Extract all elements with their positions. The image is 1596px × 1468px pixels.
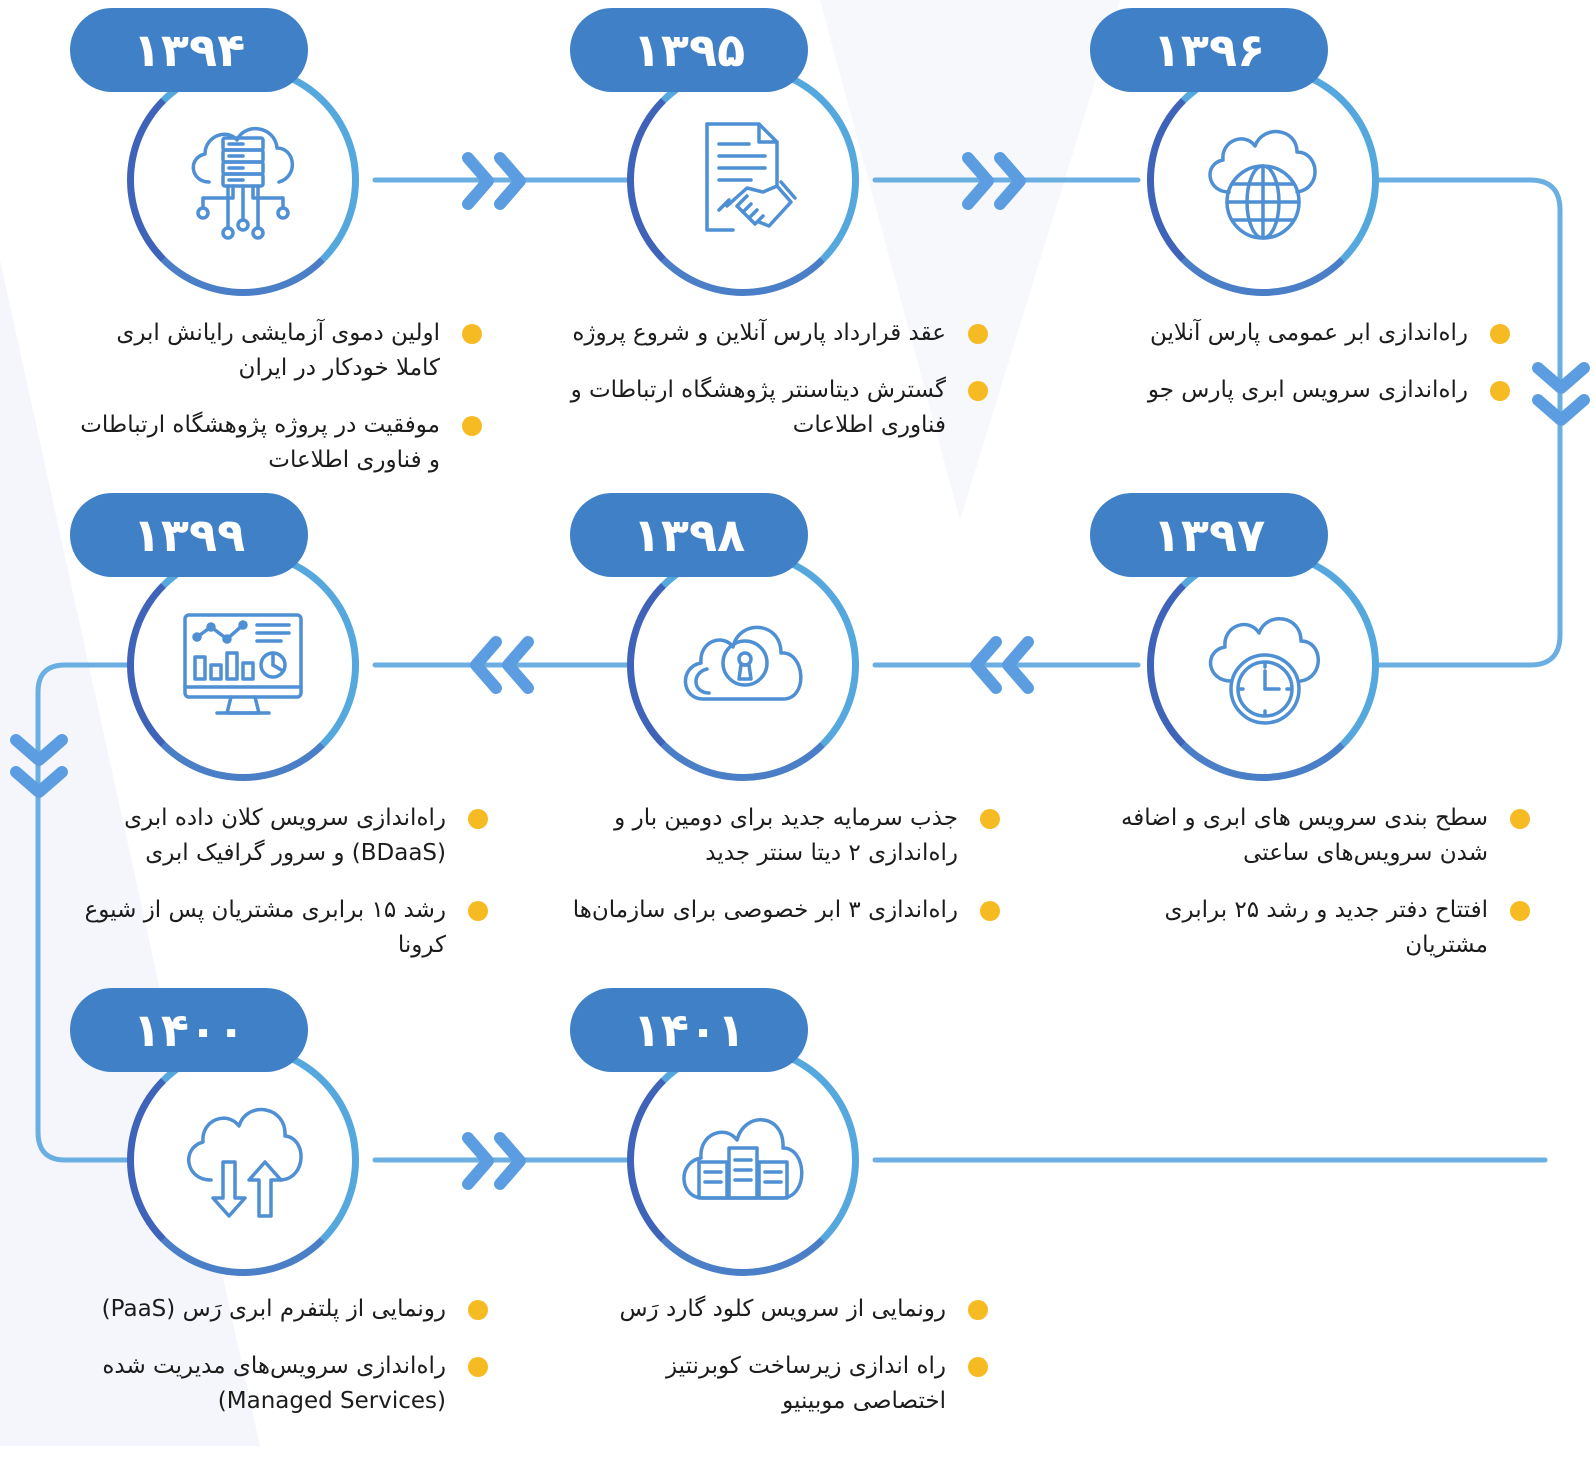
milestone-ring [127, 1044, 359, 1276]
milestone-1394: ۱۳۹۴ اولین دموی آزمایشی رایانش ابری کامل… [70, 8, 550, 488]
chevron-down-icon [1532, 362, 1590, 426]
milestone-item: رونمایی از سرویس کلود گارد رَس [570, 1292, 988, 1327]
cloud-server-network-icon [191, 126, 295, 240]
chevron-left-icon [970, 636, 1034, 694]
milestone-item: راه اندازی زیرساخت کوبرنتیز اختصاصی موبی… [570, 1349, 988, 1419]
milestone-items: سطح بندی سرویس های ابری و اضافه شدن سروی… [1090, 801, 1530, 985]
milestone-item: راه‌اندازی سرویس‌های مدیریت شده (Managed… [70, 1349, 488, 1419]
milestone-item: افتتاح دفتر جدید و رشد ۲۵ برابری مشتریان [1090, 893, 1530, 963]
milestone-item: اولین دموی آزمایشی رایانش ابری کاملا خود… [70, 316, 482, 386]
bullet-dot [462, 324, 482, 344]
milestone-1400: ۱۴۰۰ رونمایی از پلتفرم ابری رَس (PaaS) ر… [70, 988, 550, 1468]
chevron-right-icon [962, 152, 1026, 210]
milestone-item: رشد ۱۵ برابری مشتریان پس از شیوع کرونا [70, 893, 488, 963]
year-pill: ۱۳۹۹ [70, 493, 308, 577]
cloud-lock-icon [683, 625, 803, 701]
chevron-left-icon [470, 636, 534, 694]
milestone-items: اولین دموی آزمایشی رایانش ابری کاملا خود… [70, 316, 482, 500]
milestone-items: راه‌اندازی سرویس کلان داده ابری (BDaaS) … [70, 801, 488, 985]
year-pill: ۱۳۹۷ [1090, 493, 1328, 577]
milestone-items: عقد قرارداد پارس آنلاین و شروع پروژه گست… [570, 316, 988, 465]
milestone-item: سطح بندی سرویس های ابری و اضافه شدن سروی… [1090, 801, 1530, 871]
milestone-1401: ۱۴۰۱ رونمایی از سرویس کلود گارد رَس راه … [570, 988, 1050, 1468]
milestone-1397: ۱۳۹۷ سطح بندی سرویس های ابری و اضافه شدن… [1090, 493, 1570, 973]
year-pill: ۱۳۹۴ [70, 8, 308, 92]
milestone-1396: ۱۳۹۶ راه‌اندازی ابر عمومی پارس آنلاین را… [1090, 8, 1570, 488]
bullet-dot [468, 1357, 488, 1377]
milestone-item: گسترش دیتاسنتر پژوهشگاه ارتباطات و فناور… [570, 373, 988, 443]
milestone-items: راه‌اندازی ابر عمومی پارس آنلاین راه‌اند… [1090, 316, 1510, 430]
milestone-item: راه‌اندازی ۳ ابر خصوصی برای سازمان‌ها [570, 893, 1000, 928]
cloud-globe-icon [1208, 129, 1317, 240]
bullet-dot [968, 1357, 988, 1377]
milestone-1398: ۱۳۹۸ جذب سرمایه جدید برای دومین بار و را… [570, 493, 1050, 973]
bullet-dot [1510, 901, 1530, 921]
contract-handshake-icon [705, 122, 797, 232]
milestone-item: راه‌اندازی ابر عمومی پارس آنلاین [1090, 316, 1510, 351]
bullet-dot [968, 381, 988, 401]
year-pill: ۱۴۰۱ [570, 988, 808, 1072]
bullet-dot [968, 1300, 988, 1320]
bullet-dot [468, 1300, 488, 1320]
cloud-datacenter-icon [682, 1118, 804, 1200]
chevron-down-icon [10, 734, 68, 798]
year-pill: ۱۴۰۰ [70, 988, 308, 1072]
bullet-dot [1490, 381, 1510, 401]
bullet-dot [980, 901, 1000, 921]
milestone-item: موفقیت در پروژه پژوهشگاه ارتباطات و فناو… [70, 408, 482, 478]
bullet-dot [468, 809, 488, 829]
monitor-analytics-icon [183, 613, 303, 715]
milestone-item: راه‌اندازی سرویس کلان داده ابری (BDaaS) … [70, 801, 488, 871]
milestone-items: رونمایی از پلتفرم ابری رَس (PaaS) راه‌ان… [70, 1292, 488, 1441]
cloud-upload-download-icon [187, 1107, 303, 1218]
milestone-item: راه‌اندازی سرویس ابری پارس جو [1090, 373, 1510, 408]
chevron-right-icon [462, 1132, 526, 1190]
year-pill: ۱۳۹۵ [570, 8, 808, 92]
milestone-1395: ۱۳۹۵ عقد قرارداد پارس آنلاین و شروع پروژ… [570, 8, 1050, 488]
bullet-dot [468, 901, 488, 921]
bullet-dot [1490, 324, 1510, 344]
year-pill: ۱۳۹۸ [570, 493, 808, 577]
milestone-items: جذب سرمایه جدید برای دومین بار و راه‌اند… [570, 801, 1000, 950]
milestone-item: جذب سرمایه جدید برای دومین بار و راه‌اند… [570, 801, 1000, 871]
bullet-dot [1510, 809, 1530, 829]
milestone-items: رونمایی از سرویس کلود گارد رَس راه انداز… [570, 1292, 988, 1441]
milestone-1399: ۱۳۹۹ راه‌اندازی سرویس کلان داده ابری (BD… [70, 493, 550, 973]
milestone-item: رونمایی از پلتفرم ابری رَس (PaaS) [70, 1292, 488, 1327]
bullet-dot [968, 324, 988, 344]
year-pill: ۱۳۹۶ [1090, 8, 1328, 92]
cloud-clock-icon [1208, 617, 1320, 725]
bullet-dot [462, 416, 482, 436]
milestone-item: عقد قرارداد پارس آنلاین و شروع پروژه [570, 316, 988, 351]
bullet-dot [980, 809, 1000, 829]
chevron-right-icon [462, 152, 526, 210]
